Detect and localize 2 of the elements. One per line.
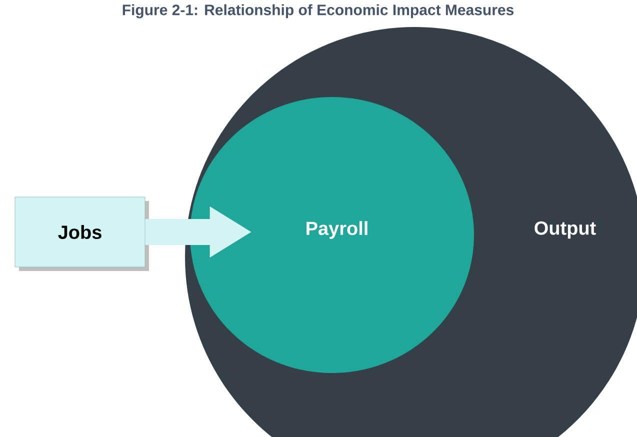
process-box: Jobs <box>14 196 149 271</box>
title: Figure 2-1: Relationship of Economic Impact Measures <box>122 4 514 18</box>
